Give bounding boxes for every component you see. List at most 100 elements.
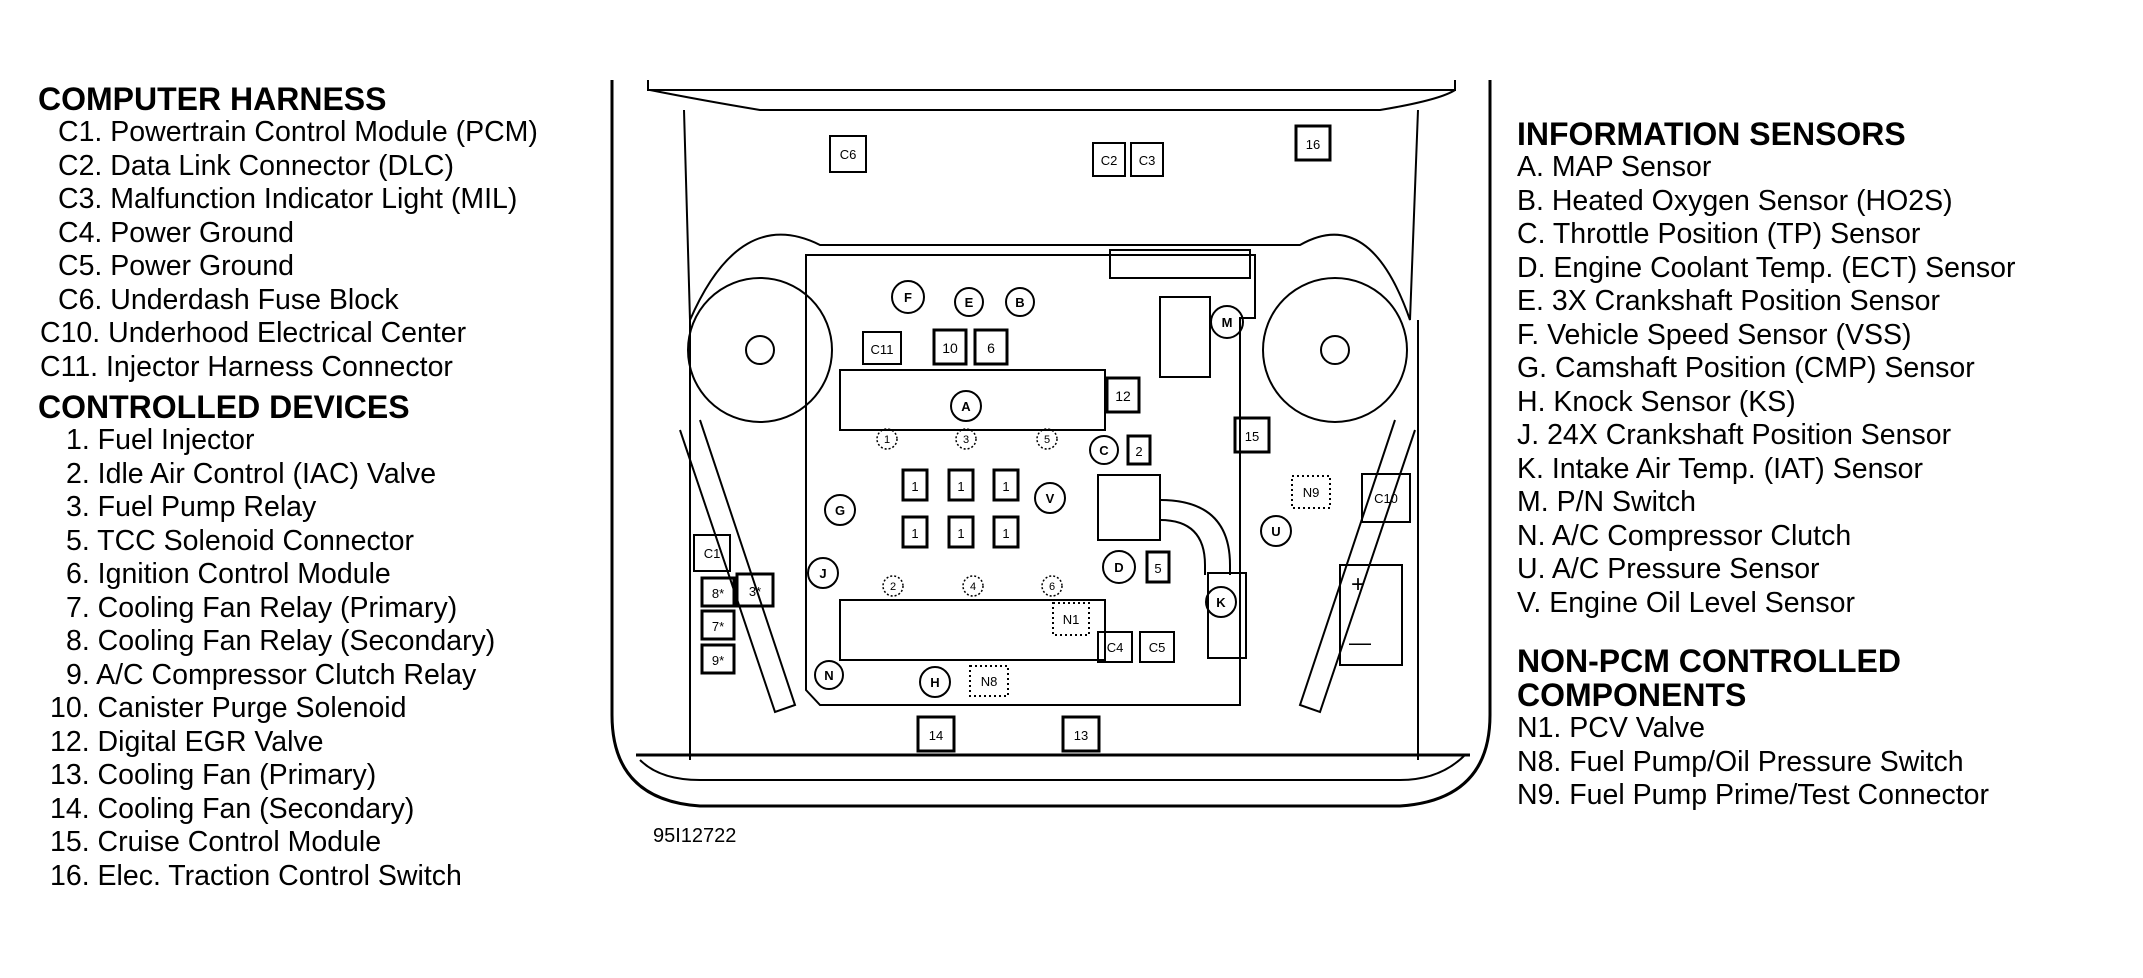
sensor-c bbox=[1089, 435, 1119, 465]
cylinder-6 bbox=[1041, 575, 1063, 597]
sensor-g bbox=[824, 494, 856, 526]
device-13-label: 13 bbox=[1074, 728, 1088, 743]
sensor-u-label: U bbox=[1271, 524, 1280, 539]
legend-item-g: G. Camshaft Position (CMP) Sensor bbox=[1517, 352, 1975, 384]
legend-item-c5: C5. Power Ground bbox=[58, 250, 295, 282]
sensor-v bbox=[1034, 482, 1066, 514]
legend-item-f: F. Vehicle Speed Sensor (VSS) bbox=[1517, 318, 1912, 351]
legend-item-c3: C3. Malfunction Indicator Light (MIL) bbox=[58, 183, 518, 215]
sensor-j-label: J bbox=[819, 566, 826, 581]
figure-number: 95I12722 bbox=[653, 825, 737, 847]
legend-item-c4: C4. Power Ground bbox=[58, 216, 295, 249]
battery bbox=[1339, 564, 1403, 666]
right-wheel-circle bbox=[1262, 277, 1408, 423]
sensor-e-label: E bbox=[965, 295, 974, 310]
sensor-u bbox=[1260, 515, 1292, 547]
sensor-d-label: D bbox=[1114, 560, 1123, 575]
connector-c6-label: C6 bbox=[840, 147, 857, 162]
legend-item-n1: N1. PCV Valve bbox=[1517, 712, 1705, 744]
exhaust-manifold bbox=[839, 599, 1106, 661]
connector-c2-label: C2 bbox=[1101, 153, 1118, 168]
computer-harness-list: C1. Powertrain Control Module (PCM) C2. … bbox=[38, 116, 538, 384]
legend-item-m: M. P/N Switch bbox=[1517, 486, 1696, 518]
throttle-body bbox=[1159, 296, 1211, 378]
component-n8-label: N8 bbox=[981, 674, 998, 689]
device-2 bbox=[1126, 434, 1152, 466]
sensor-h bbox=[919, 666, 951, 698]
iat-housing bbox=[1207, 572, 1247, 659]
legend-item-c6: C6. Underdash Fuse Block bbox=[58, 283, 399, 316]
connector-c2 bbox=[1092, 142, 1126, 177]
legend-item-n9: N9. Fuel Pump Prime/Test Connector bbox=[1517, 779, 1990, 811]
connector-c4 bbox=[1097, 631, 1133, 663]
legend-item-2: 2. Idle Air Control (IAC) Valve bbox=[66, 457, 437, 490]
intake-plenum bbox=[839, 369, 1106, 431]
battery-minus-label: — bbox=[1349, 630, 1371, 655]
device-2-label: 2 bbox=[1135, 444, 1142, 459]
sensor-g-label: G bbox=[835, 503, 845, 518]
injector-1f bbox=[992, 515, 1020, 549]
cylinder-5-label: 5 bbox=[1044, 434, 1050, 446]
relay-3-label: 3* bbox=[749, 584, 761, 599]
injector-1d-label: 1 bbox=[911, 526, 918, 541]
legend-item-h: H. Knock Sensor (KS) bbox=[1517, 385, 1796, 418]
connector-c1 bbox=[693, 534, 731, 572]
legend-item-12: 12. Digital EGR Valve bbox=[50, 725, 324, 758]
legend-item-d: D. Engine Coolant Temp. (ECT) Sensor bbox=[1517, 251, 2016, 284]
device-15 bbox=[1233, 416, 1271, 454]
sensor-n bbox=[814, 660, 844, 690]
injector-1f-label: 1 bbox=[1002, 526, 1009, 541]
injector-1c-label: 1 bbox=[1002, 479, 1009, 494]
boxed-components: C11 10 6 12 15 2 5 1 1 1 1 1 1 C1 8* 3* bbox=[693, 328, 1411, 753]
information-sensors-heading: INFORMATION SENSORS bbox=[1517, 116, 1906, 152]
connector-c3 bbox=[1130, 142, 1164, 177]
legend-item-e: E. 3X Crankshaft Position Sensor bbox=[1517, 285, 1940, 317]
left-wheel-hub bbox=[745, 335, 775, 365]
sensor-k-label: K bbox=[1216, 595, 1226, 610]
legend-item-k: K. Intake Air Temp. (IAT) Sensor bbox=[1517, 452, 1924, 485]
injector-1a-label: 1 bbox=[911, 479, 918, 494]
air-cleaner-top bbox=[1109, 249, 1251, 279]
legend-item-c10: C10. Underhood Electrical Center bbox=[40, 317, 467, 349]
computer-harness-heading: COMPUTER HARNESS bbox=[38, 81, 387, 117]
device-14 bbox=[916, 715, 956, 753]
cylinder-1 bbox=[876, 428, 898, 450]
injector-1d bbox=[901, 515, 929, 549]
non-pcm-heading-line2: COMPONENTS bbox=[1517, 677, 1747, 713]
sensor-f bbox=[891, 280, 925, 314]
legend-item-1: 1. Fuel Injector bbox=[66, 424, 255, 456]
relay-9 bbox=[700, 643, 736, 675]
vehicle-outline bbox=[610, 80, 1492, 808]
connector-c1-label: C1 bbox=[704, 546, 721, 561]
cylinder-3-label: 3 bbox=[963, 434, 969, 446]
injector-1b-label: 1 bbox=[957, 479, 964, 494]
legend-item-c11: C11. Injector Harness Connector bbox=[40, 350, 453, 383]
legend-item-10: 10. Canister Purge Solenoid bbox=[50, 692, 407, 724]
component-n1-label: N1 bbox=[1063, 612, 1080, 627]
legend-item-7: 7. Cooling Fan Relay (Primary) bbox=[66, 591, 458, 624]
legend-item-15: 15. Cruise Control Module bbox=[50, 826, 382, 858]
legend-item-9: 9. A/C Compressor Clutch Relay bbox=[66, 658, 477, 691]
connector-c6 bbox=[829, 135, 867, 173]
connector-c5-label: C5 bbox=[1149, 640, 1166, 655]
legend-item-16: 16. Elec. Traction Control Switch bbox=[50, 859, 462, 892]
sensor-v-label: V bbox=[1046, 491, 1055, 506]
injector-1c bbox=[992, 468, 1020, 502]
connector-c10-label: C10 bbox=[1374, 491, 1398, 506]
non-pcm-list: N1. PCV Valve N8. Fuel Pump/Oil Pressure… bbox=[1517, 712, 2015, 813]
sensor-n-label: N bbox=[824, 668, 833, 683]
sensor-f-label: F bbox=[904, 290, 912, 305]
sensor-e bbox=[954, 287, 984, 317]
legend-item-13: 13. Cooling Fan (Primary) bbox=[50, 759, 377, 791]
right-wheel-hub bbox=[1320, 335, 1350, 365]
cylinder-3 bbox=[955, 428, 977, 450]
right-strut bbox=[1298, 419, 1416, 714]
cowl-panel: C6 C2 C3 16 bbox=[829, 124, 1332, 177]
injector-1e-label: 1 bbox=[957, 526, 964, 541]
right-wheel bbox=[1262, 277, 1416, 714]
legend-item-5: 5. TCC Solenoid Connector bbox=[66, 524, 414, 557]
legend-item-n: N. A/C Compressor Clutch bbox=[1517, 519, 1852, 552]
connector-c4-label: C4 bbox=[1107, 640, 1124, 655]
device-15-label: 15 bbox=[1245, 429, 1259, 444]
cylinder-6-label: 6 bbox=[1049, 581, 1055, 593]
